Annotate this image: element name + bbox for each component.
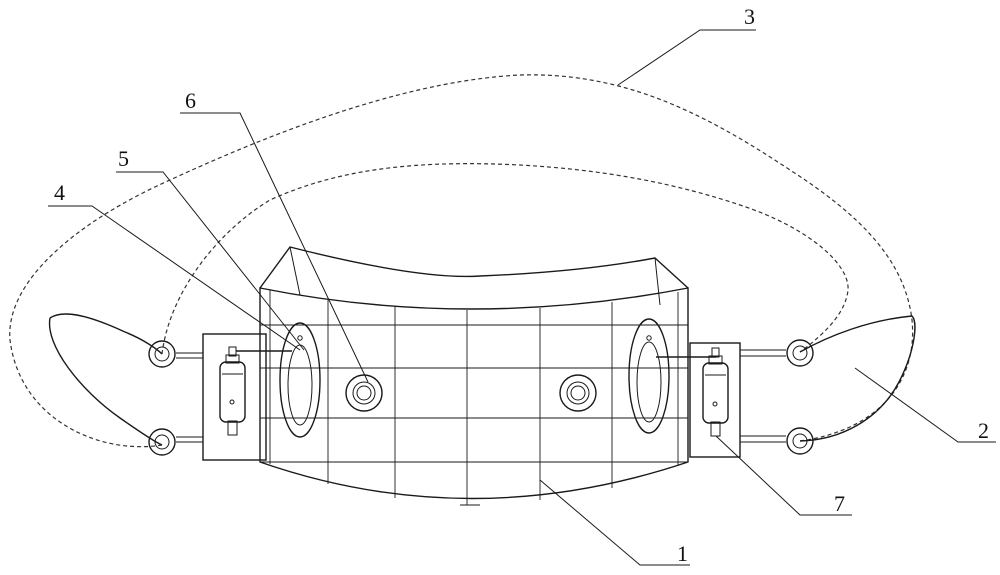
- main-body: [259, 246, 689, 506]
- label-2: 2: [978, 418, 989, 443]
- left-canister: [219, 346, 246, 436]
- left-ring-top: [148, 340, 176, 368]
- left-ring-bottom: [148, 428, 176, 456]
- right-ring-top: [786, 339, 814, 367]
- body-grid: [260, 290, 688, 505]
- right-button: [559, 374, 597, 412]
- strap-outer-dashed: [9, 74, 914, 448]
- label-7: 7: [834, 491, 845, 516]
- label-4: 4: [54, 180, 65, 205]
- left-bracket: [176, 333, 267, 461]
- leader-lines: [48, 29, 996, 566]
- right-wing: [799, 315, 916, 442]
- label-6: 6: [185, 88, 196, 113]
- right-oval-window: [628, 318, 716, 434]
- left-oval-window: [236, 322, 321, 438]
- label-1: 1: [677, 541, 688, 566]
- right-ring-bottom: [786, 427, 814, 455]
- right-bracket: [689, 342, 786, 458]
- strap-inner-dashed: [161, 163, 849, 355]
- label-3: 3: [744, 4, 755, 29]
- left-button: [345, 374, 383, 412]
- right-canister: [702, 347, 729, 437]
- label-5: 5: [118, 146, 129, 171]
- left-wing: [48, 313, 163, 446]
